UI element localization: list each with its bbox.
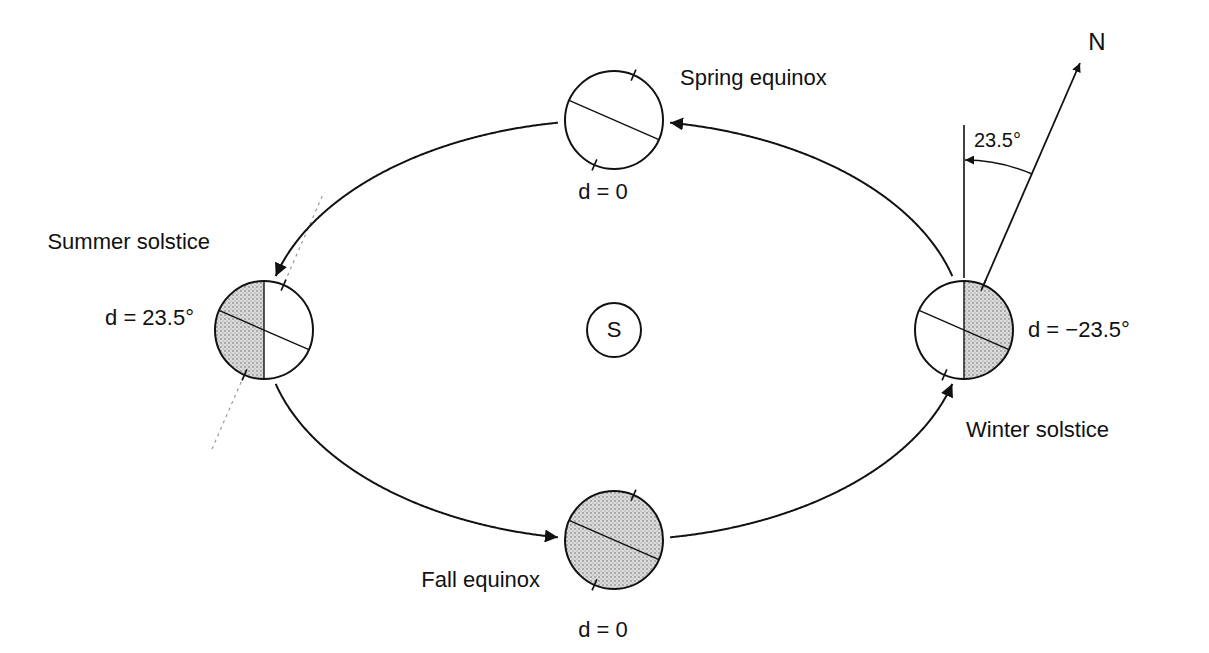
axis-extension	[212, 192, 324, 449]
declination-value: d = 0	[578, 179, 628, 204]
declination-value: d = 23.5°	[105, 305, 194, 330]
terminator-line	[963, 281, 964, 379]
position-label: Winter solstice	[966, 417, 1109, 442]
globe-fill	[215, 281, 313, 379]
earth-globe	[914, 280, 1014, 380]
outline	[587, 303, 641, 357]
equator-line	[569, 100, 659, 139]
outline	[565, 491, 663, 589]
vertical-reference	[963, 125, 965, 278]
north-label: N	[1088, 28, 1105, 56]
outline	[565, 71, 663, 169]
globe-fill	[565, 491, 663, 589]
sun-symbol: S	[586, 302, 642, 358]
globe-fill	[565, 71, 663, 169]
orbit-arrow	[670, 123, 952, 276]
position-label: Summer solstice	[47, 229, 210, 254]
earth-position: d = −23.5°Winter solstice	[914, 280, 1014, 380]
orbit-arrow	[276, 384, 558, 537]
earth-position: Spring equinoxd = 0	[564, 70, 664, 170]
earth-globe	[564, 70, 664, 170]
night-side	[215, 281, 264, 379]
position-label: Fall equinox	[421, 567, 540, 592]
earth-globe	[214, 280, 314, 380]
globe-fill	[587, 303, 641, 357]
position-label: Spring equinox	[680, 65, 827, 90]
earth-globe	[564, 490, 664, 590]
sun-label: S	[607, 317, 622, 342]
tilt-angle-arc	[965, 160, 1032, 174]
angle-label: 23.5°	[974, 129, 1021, 152]
declination-value: d = 0	[578, 617, 628, 642]
declination-value: d = −23.5°	[1028, 317, 1130, 342]
equator-line	[569, 520, 659, 559]
terminator-line	[263, 281, 264, 379]
globe-fill	[915, 281, 1013, 379]
earth-position: Fall equinoxd = 0	[564, 490, 664, 590]
earth-position: Summer solsticed = 23.5°	[214, 280, 314, 380]
outline	[915, 281, 1013, 379]
orbit-arrow	[670, 384, 952, 537]
night-side	[565, 491, 663, 589]
orbit-arrow	[276, 123, 558, 276]
night-side	[964, 281, 1013, 379]
outline	[215, 281, 313, 379]
